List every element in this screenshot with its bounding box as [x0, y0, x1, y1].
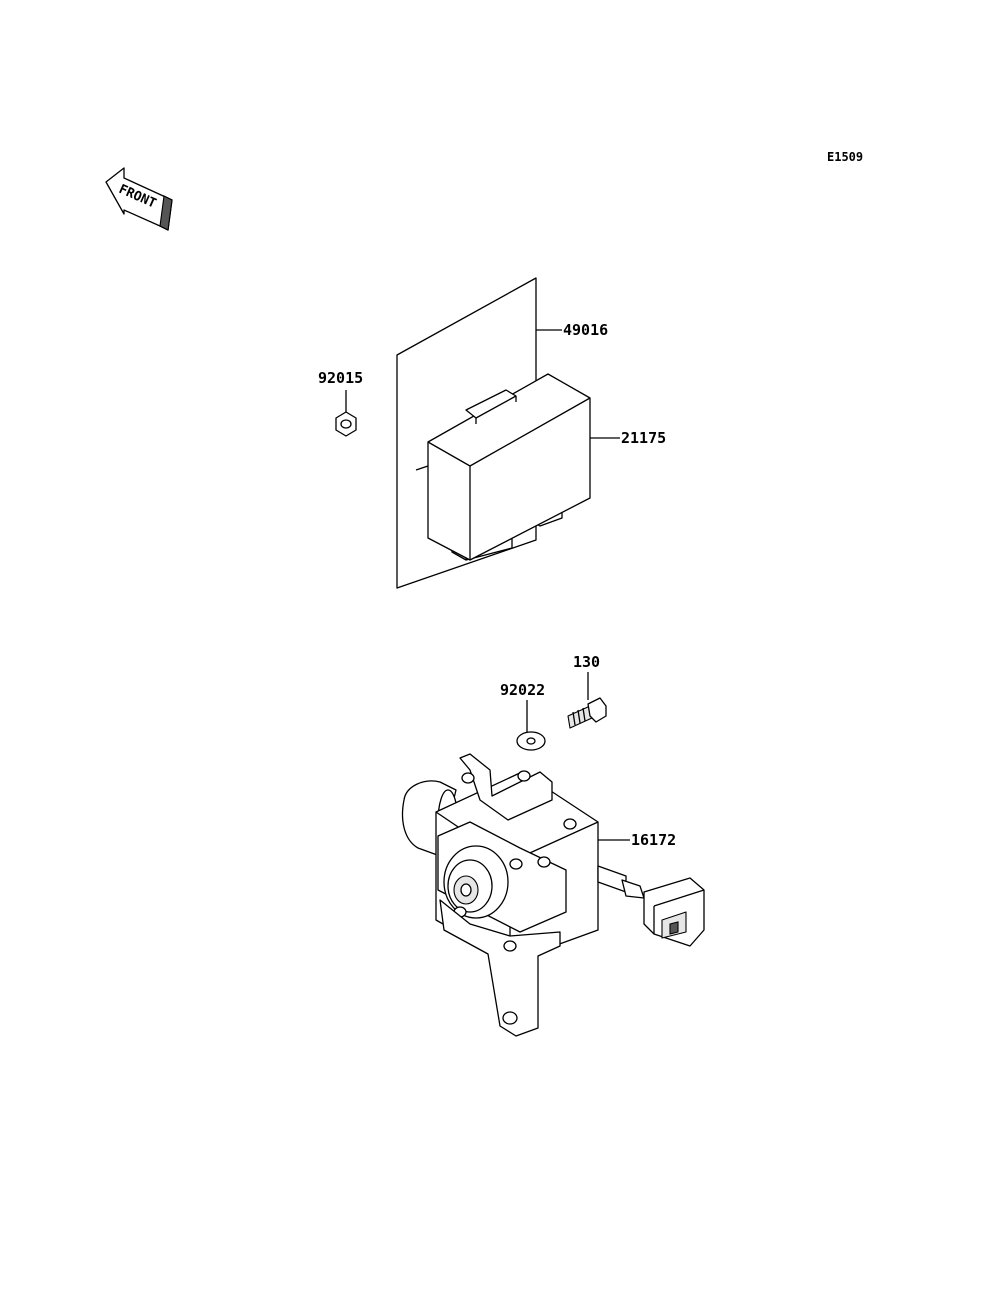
- part-number-92015: 92015: [318, 369, 363, 387]
- washer-drawing: [516, 731, 546, 751]
- diagram-code: E1509: [827, 150, 863, 164]
- part-number-16172: 16172: [631, 831, 676, 849]
- actuator-assembly-drawing: [401, 753, 705, 1037]
- part-number-21175: 21175: [621, 429, 666, 447]
- part-number-130: 130: [573, 653, 600, 671]
- nut-drawing: [335, 411, 357, 437]
- part-number-49016: 49016: [563, 321, 608, 339]
- bolt-drawing: [567, 697, 607, 729]
- part-number-92022: 92022: [500, 681, 545, 699]
- control-unit-drawing: [415, 373, 591, 561]
- front-arrow-icon: FRONT: [105, 167, 173, 231]
